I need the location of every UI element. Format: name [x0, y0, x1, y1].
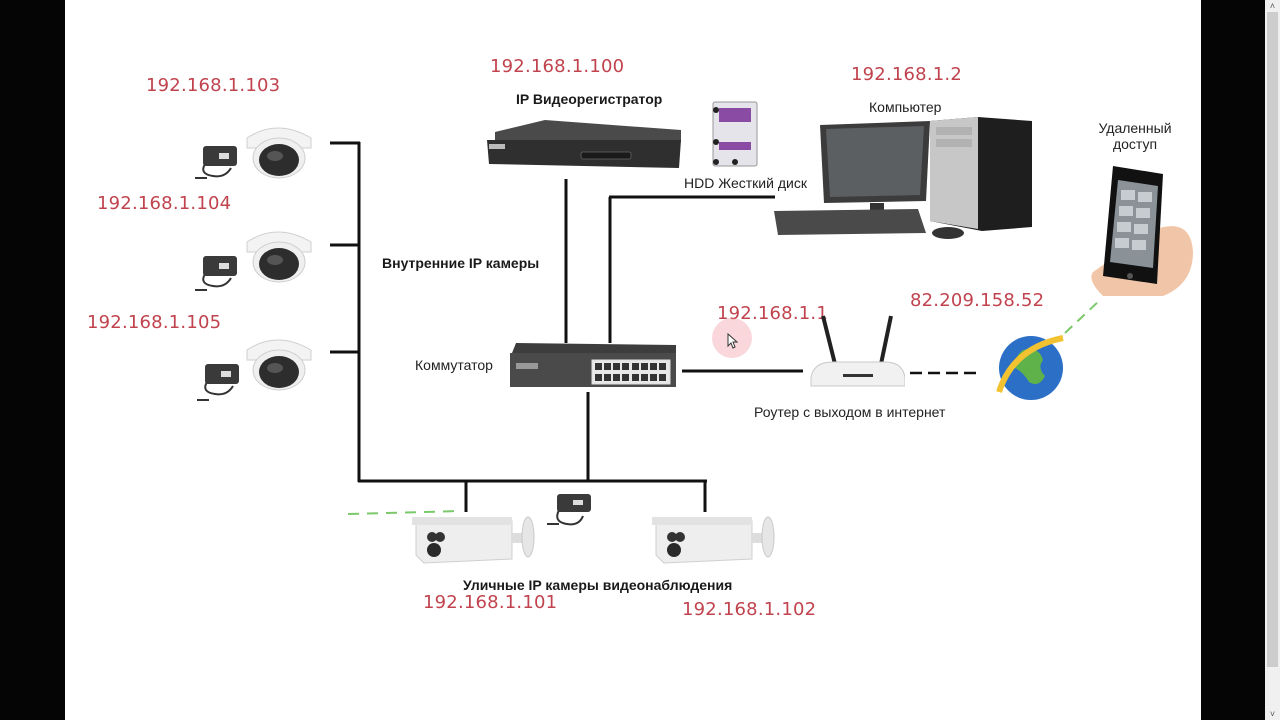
power-adapter-icon [195, 256, 237, 291]
bullet-camera-icon [412, 516, 535, 564]
outdoor-power-adapter-icon [547, 494, 591, 526]
mouse-cursor-icon [727, 333, 739, 349]
ip-internet: 82.209.158.52 [910, 290, 1045, 311]
monitor-icon [820, 121, 930, 219]
label-hdd: HDD Жесткий диск [684, 175, 807, 191]
power-adapter-icon [197, 364, 239, 401]
scroll-thumb[interactable] [1267, 12, 1278, 667]
label-nvr: IP Видеорегистратор [516, 91, 663, 107]
ip-indoor-camera-3: 192.168.1.105 [87, 312, 222, 333]
label-computer: Компьютер [869, 99, 942, 115]
power-adapter-icon [195, 146, 237, 179]
scroll-up-icon[interactable]: ˄ [1269, 1, 1276, 11]
keyboard-icon [774, 209, 926, 235]
indoor-camera-1 [195, 127, 312, 179]
label-remote-line1: Удаленный [1098, 120, 1172, 136]
label-remote-line2: доступ [1112, 136, 1158, 152]
dome-camera-icon [246, 231, 312, 283]
computer-icon [774, 117, 1032, 239]
indoor-camera-2 [195, 231, 312, 291]
wireless-outdoor [347, 510, 462, 515]
indoor-camera-3 [197, 339, 312, 401]
ip-computer: 192.168.1.2 [851, 64, 962, 85]
label-outdoor-cameras: Уличные IP камеры видеонаблюдения [463, 577, 733, 593]
pc-tower-icon [930, 117, 1032, 231]
outdoor-camera-1 [412, 516, 535, 564]
scroll-down-icon[interactable]: ˅ [1269, 709, 1276, 719]
wireless-internet-phone [1064, 299, 1101, 334]
ip-indoor-camera-2: 192.168.1.104 [97, 193, 232, 214]
dome-camera-icon [246, 127, 312, 179]
ip-outdoor-camera-2: 192.168.1.102 [682, 599, 817, 620]
internet-globe-icon [996, 335, 1064, 400]
outdoor-camera-2 [652, 516, 775, 564]
label-indoor-cameras: Внутренние IP камеры [382, 255, 540, 271]
label-switch: Коммутатор [415, 357, 493, 373]
ip-router: 192.168.1.1 [717, 303, 828, 324]
label-remote-access: Удаленный доступ [1095, 120, 1175, 152]
mouse-icon [932, 227, 964, 239]
ip-nvr: 192.168.1.100 [490, 56, 625, 77]
smartphone-icon [1091, 166, 1193, 296]
vertical-scrollbar[interactable]: ˄ ˅ [1265, 0, 1280, 720]
bullet-camera-icon [652, 516, 775, 564]
diagram-canvas: 192.168.1.103 192.168.1.104 192.168.1.10… [65, 0, 1201, 720]
hdd-icon [712, 101, 758, 167]
ip-indoor-camera-1: 192.168.1.103 [146, 75, 281, 96]
nvr-icon [487, 120, 681, 168]
network-switch-icon [510, 343, 676, 387]
connection-lines [330, 141, 1101, 515]
dome-camera-icon [246, 339, 312, 391]
ip-outdoor-camera-1: 192.168.1.101 [423, 592, 558, 613]
label-router: Роутер с выходом в интернет [754, 404, 946, 420]
router-icon [810, 315, 905, 387]
